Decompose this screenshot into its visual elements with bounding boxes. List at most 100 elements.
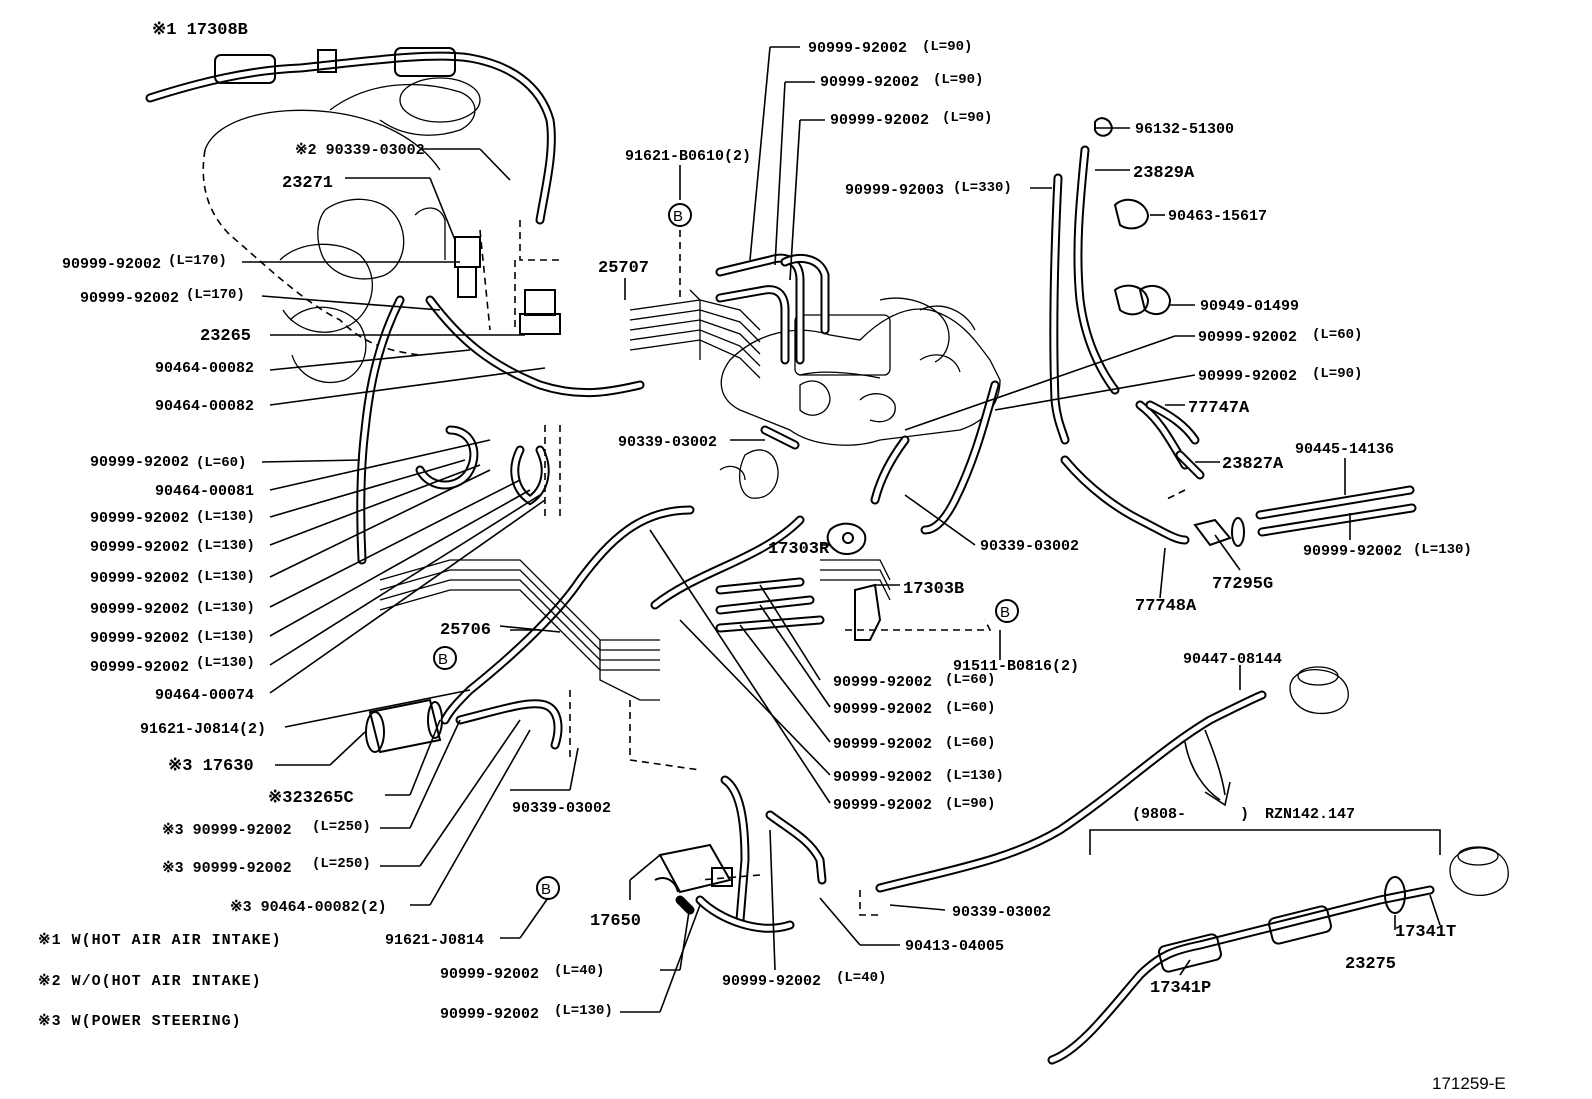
label-l130-6: (L=130) <box>196 655 255 671</box>
label-9808: (9808- <box>1132 806 1186 823</box>
label-90999-92002-l170-a: 90999-92002 <box>62 256 161 273</box>
label-90999-92002-l170-b: 90999-92002 <box>80 290 179 307</box>
label-90999-92002-l130-m: 90999-92002 <box>833 769 932 786</box>
label-l40-b: (L=40) <box>836 970 886 986</box>
label-l90-m: (L=90) <box>945 796 995 812</box>
label-23265c: ※323265C <box>268 789 354 808</box>
label-90999-92002-l40-b: 90999-92002 <box>722 973 821 990</box>
label-90447-08144: 90447-08144 <box>1183 651 1282 668</box>
label-l330: (L=330) <box>953 180 1012 196</box>
label-l90-top3: (L=90) <box>942 110 992 126</box>
label-rzn142-147: RZN142.147 <box>1265 806 1355 823</box>
note-3: ※3 W(POWER STEERING) <box>38 1013 242 1030</box>
label-17303r: 17303R <box>768 540 830 559</box>
leader-lines <box>242 46 1441 1013</box>
label-l130-3: (L=130) <box>196 569 255 585</box>
label-90999-92002-l130-2: 90999-92002 <box>90 539 189 556</box>
label-90339-03002-b: 90339-03002 <box>512 800 611 817</box>
b-marker-top: B <box>673 208 683 225</box>
b-marker-left: B <box>438 651 448 668</box>
label-l60-m2: (L=60) <box>945 700 995 716</box>
label-l60-r: (L=60) <box>1312 327 1362 343</box>
label-17341t: 17341T <box>1395 923 1456 942</box>
label-90999-92002-l130-4: 90999-92002 <box>90 601 189 618</box>
label-90999-92002-l90-r: 90999-92002 <box>1198 368 1297 385</box>
label-25707: 25707 <box>598 259 649 278</box>
b-marker-right: B <box>1000 604 1010 621</box>
label-l60-left: (L=60) <box>196 455 246 471</box>
label-l130-2: (L=130) <box>196 538 255 554</box>
label-l90-top2: (L=90) <box>933 72 983 88</box>
label-l250-a: (L=250) <box>312 819 371 835</box>
label-l250-b: (L=250) <box>312 856 371 872</box>
label-17630: ※3 17630 <box>168 757 254 776</box>
label-90464-00082-2: ※3 90464-00082(2) <box>230 899 387 916</box>
label-l90-top1: (L=90) <box>922 39 972 55</box>
label-90999-92002-l130-3: 90999-92002 <box>90 570 189 587</box>
label-90999-92002-l60-left: 90999-92002 <box>90 454 189 471</box>
label-90463-15617: 90463-15617 <box>1168 208 1267 225</box>
label-90999-92003: 90999-92003 <box>845 182 944 199</box>
label-9808-close: ) <box>1240 806 1249 823</box>
label-90413-04005: 90413-04005 <box>905 938 1004 955</box>
label-23265: 23265 <box>200 327 251 346</box>
engine-outline <box>202 77 1509 896</box>
label-90339-03002-c: 90339-03002 <box>618 434 717 451</box>
label-l130-m: (L=130) <box>945 768 1004 784</box>
label-90999-92002-l60-m3: 90999-92002 <box>833 736 932 753</box>
label-17308b: ※1 17308B <box>152 21 248 40</box>
label-90999-92002-l130-r: 90999-92002 <box>1303 543 1402 560</box>
label-25706: 25706 <box>440 621 491 640</box>
label-91621-b0610: 91621-B0610(2) <box>625 148 751 165</box>
label-l60-m1: (L=60) <box>945 672 995 688</box>
label-90339-03002-br: 90339-03002 <box>952 904 1051 921</box>
label-90999-92002-l130-6: 90999-92002 <box>90 659 189 676</box>
label-l130-5: (L=130) <box>196 629 255 645</box>
label-l90-r: (L=90) <box>1312 366 1362 382</box>
figure-reference: 171259-E <box>1432 1074 1506 1093</box>
label-91621-j0814-2: 91621-J0814(2) <box>140 721 266 738</box>
label-77748a: 77748A <box>1135 597 1197 616</box>
label-l130-4: (L=130) <box>196 600 255 616</box>
label-90999-92002-l130-1: 90999-92002 <box>90 510 189 527</box>
label-90999-92002-l90-top2: 90999-92002 <box>820 74 919 91</box>
label-90445-14136: 90445-14136 <box>1295 441 1394 458</box>
label-23829a: 23829A <box>1133 164 1195 183</box>
label-17650: 17650 <box>590 912 641 931</box>
label-23275: 23275 <box>1345 955 1396 974</box>
label-17341p: 17341P <box>1150 979 1211 998</box>
label-90464-00081: 90464-00081 <box>155 483 254 500</box>
label-90999-92002-l90-top1: 90999-92002 <box>808 40 907 57</box>
label-90999-92002-l250-a: ※3 90999-92002 <box>162 822 292 839</box>
label-l170-b: (L=170) <box>186 287 245 303</box>
label-23271: 23271 <box>282 174 333 193</box>
label-77747a: 77747A <box>1188 399 1250 418</box>
ref-markers: B B B B <box>433 203 1019 900</box>
label-90999-92002-l250-b: ※3 90999-92002 <box>162 860 292 877</box>
label-90999-92002-l60-m1: 90999-92002 <box>833 674 932 691</box>
label-l130-r: (L=130) <box>1413 542 1472 558</box>
label-90464-00082-b: 90464-00082 <box>155 398 254 415</box>
label-90999-92002-l60-r: 90999-92002 <box>1198 329 1297 346</box>
label-l130-1: (L=130) <box>196 509 255 525</box>
part-labels: ※1 17308B ※2 90339-03002 23271 90999-920… <box>38 21 1506 1093</box>
note-1: ※1 W(HOT AIR AIR INTAKE) <box>38 932 282 949</box>
label-77295g: 77295G <box>1212 575 1273 594</box>
label-23827a: 23827A <box>1222 455 1284 474</box>
label-90339-03002-n2: ※2 90339-03002 <box>295 142 425 159</box>
label-90464-00082-a: 90464-00082 <box>155 360 254 377</box>
label-90999-92002-l90-m: 90999-92002 <box>833 797 932 814</box>
label-90949-01499: 90949-01499 <box>1200 298 1299 315</box>
label-96132-51300: 96132-51300 <box>1135 121 1234 138</box>
label-90999-92002-l130-5: 90999-92002 <box>90 630 189 647</box>
label-91621-j0814: 91621-J0814 <box>385 932 484 949</box>
label-l170-a: (L=170) <box>168 253 227 269</box>
label-l60-m3: (L=60) <box>945 735 995 751</box>
label-90464-00074: 90464-00074 <box>155 687 254 704</box>
label-90999-92002-l130-b: 90999-92002 <box>440 1006 539 1023</box>
b-marker-bottom: B <box>541 881 551 898</box>
label-l130-b: (L=130) <box>554 1003 613 1019</box>
label-90999-92002-l40-a: 90999-92002 <box>440 966 539 983</box>
